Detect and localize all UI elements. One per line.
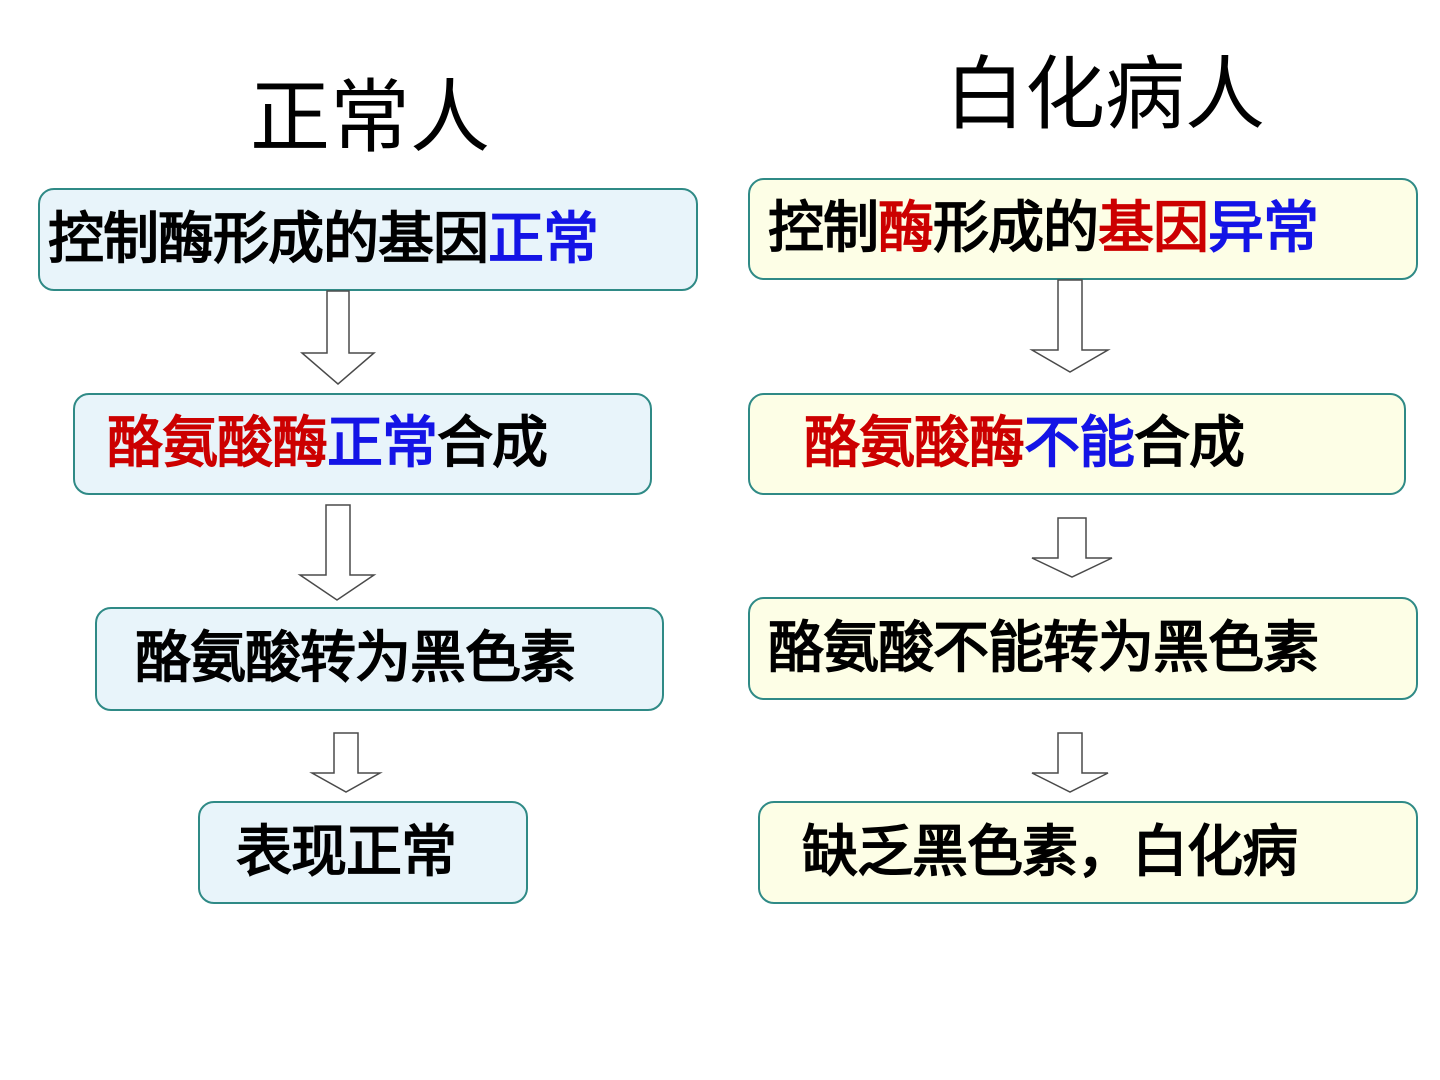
normal-arrow-1 xyxy=(299,290,377,385)
albino-phenotype-text: 缺乏黑色素，白化病 xyxy=(802,819,1298,885)
albino-person-title: 白化病人 xyxy=(945,48,1265,141)
normal-enzyme-text: 酪氨酸酶正常合成 xyxy=(107,416,548,472)
albino-enzyme-text: 酪氨酸酶不能合成 xyxy=(804,416,1245,472)
normal-enzyme-suffix: 合成 xyxy=(437,411,548,476)
albino-gene-text-part1: 控制 xyxy=(768,196,879,261)
albino-phenotype-box: 缺乏黑色素，白化病 xyxy=(758,801,1418,904)
normal-enzyme-name: 酪氨酸酶 xyxy=(107,411,328,476)
albino-enzyme-name: 酪氨酸酶 xyxy=(804,411,1025,476)
normal-melanin-text: 酪氨酸转为黑色素 xyxy=(135,626,576,691)
albino-gene-gene: 基因 xyxy=(1098,196,1209,261)
albino-gene-status: 异常 xyxy=(1208,196,1319,261)
albino-enzyme-status: 不能 xyxy=(1024,411,1135,476)
normal-phenotype-box: 表现正常 xyxy=(198,801,528,904)
albino-gene-text: 控制酶形成的基因异常 xyxy=(768,201,1319,257)
normal-phenotype-text: 表现正常 xyxy=(236,819,457,885)
normal-gene-text-part1: 控制酶形成的基因 xyxy=(48,206,489,272)
normal-enzyme-status: 正常 xyxy=(327,411,438,476)
normal-enzyme-box: 酪氨酸酶正常合成 xyxy=(73,393,652,495)
albino-enzyme-box: 酪氨酸酶不能合成 xyxy=(748,393,1406,495)
normal-melanin-box: 酪氨酸转为黑色素 xyxy=(95,607,664,711)
albino-melanin-box: 酪氨酸不能转为黑色素 xyxy=(748,597,1418,700)
normal-gene-text: 控制酶形成的基因正常 xyxy=(48,211,599,268)
albino-melanin-text: 酪氨酸不能转为黑色素 xyxy=(768,615,1319,681)
albino-gene-enzyme: 酶 xyxy=(878,196,934,261)
normal-gene-box: 控制酶形成的基因正常 xyxy=(38,188,698,291)
normal-gene-status: 正常 xyxy=(488,206,599,272)
normal-arrow-3 xyxy=(309,732,383,793)
albino-gene-text-part2: 形成的 xyxy=(933,196,1099,261)
albino-gene-box: 控制酶形成的基因异常 xyxy=(748,178,1418,280)
albino-arrow-1 xyxy=(1029,279,1111,373)
albino-arrow-2 xyxy=(1031,517,1113,578)
albino-arrow-3 xyxy=(1031,732,1109,793)
normal-person-title: 正常人 xyxy=(250,71,490,164)
normal-arrow-2 xyxy=(297,504,377,601)
albino-enzyme-suffix: 合成 xyxy=(1134,411,1245,476)
